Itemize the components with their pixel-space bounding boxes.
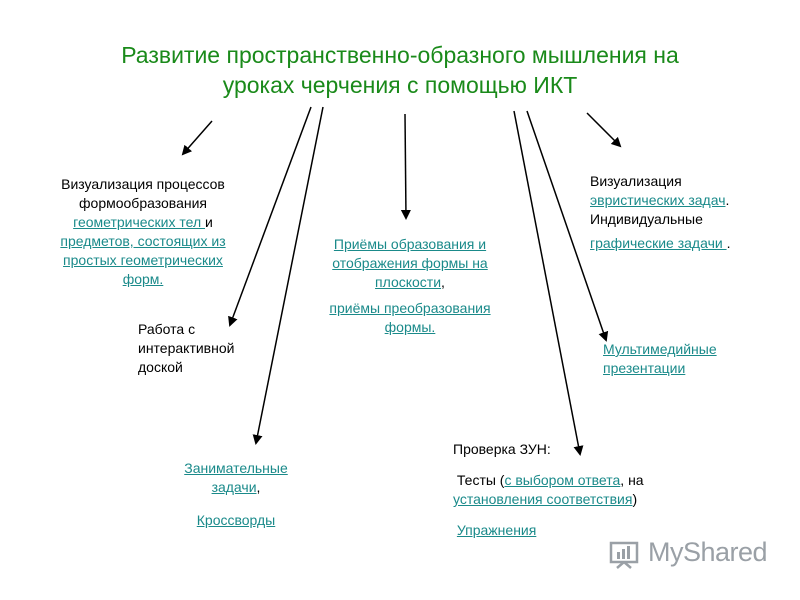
link-multimedia-line-2[interactable]: презентации	[603, 360, 686, 376]
fun-comma: ,	[256, 479, 261, 495]
arrow-to-check	[513, 110, 584, 456]
arrow-to-fun	[252, 106, 324, 445]
multimedia-block: Мультимедийные презентации	[603, 340, 783, 378]
link-transform-line-2[interactable]: формы.	[384, 319, 436, 335]
visualization-forms-block: Визуализация процессов формообразования …	[30, 175, 256, 289]
arrow-to-center	[400, 113, 411, 220]
slide-title: Развитие пространственно-образного мышле…	[40, 40, 760, 100]
title-line-2: уроках черчения с помощью ИКТ	[222, 72, 578, 98]
interactive-board-block: Работа с интерактивной доской	[138, 320, 278, 377]
link-crosswords[interactable]: Кроссворды	[196, 512, 276, 528]
arrow-to-board	[228, 106, 312, 327]
link-techniques-line-1[interactable]: Приёмы образования и	[333, 236, 487, 252]
fun-tasks-block: Занимательные задачи, Кроссворды	[156, 459, 316, 530]
title-line-1: Развитие пространственно-образного мышле…	[121, 42, 679, 68]
center-comma: ,	[441, 274, 445, 290]
left-line-2: формообразования	[79, 195, 207, 211]
tests-suffix: )	[632, 491, 638, 507]
arrow-to-multimedia	[526, 110, 609, 342]
board-line-1: Работа с	[138, 321, 196, 337]
myshared-logo-icon	[609, 541, 639, 569]
arrow-to-left-block	[181, 120, 213, 156]
arrow-to-right-block	[586, 112, 622, 148]
link-objects-line-2[interactable]: простых геометрических	[63, 252, 223, 268]
link-matching[interactable]: установления соответствия	[453, 491, 633, 507]
link-geometric-bodies[interactable]: геометрических тел	[73, 214, 206, 230]
heuristic-tasks-block: Визуализация эвристических задач. Индиви…	[590, 172, 790, 253]
link-techniques-line-3[interactable]: плоскости	[375, 274, 442, 290]
board-line-2: интерактивной	[138, 340, 235, 356]
link-objects-line-1[interactable]: предметов, состоящих из	[60, 233, 226, 249]
link-multimedia-line-1[interactable]: Мультимедийные	[603, 341, 717, 357]
link-objects-line-3[interactable]: форм.	[122, 271, 164, 287]
link-heuristic-tasks[interactable]: эвристических задач	[590, 192, 726, 208]
right-dot-2: .	[726, 235, 731, 251]
link-transform-line-1[interactable]: приёмы преобразования	[329, 300, 491, 316]
link-techniques-line-2[interactable]: отображения формы на	[332, 255, 488, 271]
left-line-1: Визуализация процессов	[61, 176, 225, 192]
tests-mid: , на	[620, 472, 644, 488]
link-fun-tasks-line-1[interactable]: Занимательные	[184, 460, 288, 476]
right-line-1: Визуализация	[590, 173, 682, 189]
check-heading: Проверка ЗУН:	[453, 441, 551, 457]
myshared-watermark: MyShared	[648, 537, 768, 567]
link-fun-tasks-line-2[interactable]: задачи	[211, 479, 257, 495]
link-exercises[interactable]: Упражнения	[456, 522, 537, 538]
link-multiple-choice[interactable]: с выбором ответа	[504, 472, 621, 488]
link-graphic-tasks[interactable]: графические задачи	[590, 235, 727, 251]
tests-prefix: Тесты (	[456, 472, 505, 488]
form-techniques-block: Приёмы образования и отображения формы н…	[300, 235, 520, 337]
right-line-2: Индивидуальные	[590, 211, 703, 227]
right-dot-1: .	[725, 192, 730, 208]
knowledge-check-block: Проверка ЗУН: Тесты (с выбором ответа, н…	[453, 440, 753, 540]
left-conj: и	[205, 214, 213, 230]
board-line-3: доской	[138, 359, 183, 375]
